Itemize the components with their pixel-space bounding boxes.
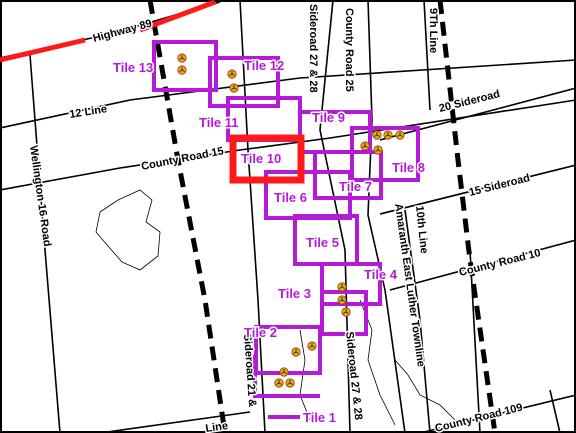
tile-labels: Tile 13 Tile 12 Tile 11 Tile 9 Tile 10 T… [112, 57, 427, 427]
label-12-line: 12 Line [69, 103, 108, 121]
label-tile-6[interactable]: Tile 6 [273, 189, 309, 207]
road-wellington-16 [29, 54, 61, 433]
wind-turbine-icon [383, 130, 393, 140]
wind-turbine-icon [373, 145, 383, 155]
label-tile-13[interactable]: Tile 13 [112, 59, 155, 77]
wind-turbine-icon [395, 130, 405, 140]
wind-turbine-icon [285, 378, 295, 388]
creek-branch [394, 359, 456, 421]
tile-13-outline[interactable] [152, 40, 218, 92]
water-features [95, 189, 456, 426]
road-15-sideroad [379, 164, 576, 215]
highway-89-east [139, 0, 216, 33]
wind-turbine-icon [337, 282, 347, 292]
road-county-25 [367, 0, 406, 433]
highway-89 [0, 0, 216, 63]
turbine-layer [177, 53, 405, 388]
road-sideroad-21 [239, 0, 266, 433]
boundary-west [147, 0, 228, 433]
road-county-15 [0, 99, 576, 191]
wind-turbine-icon [279, 367, 289, 377]
road-county-109 [419, 394, 576, 433]
wind-turbine-icon [227, 69, 237, 79]
tile-10-outline-selected[interactable] [229, 134, 305, 184]
road-ninth-line-thin [423, 0, 431, 111]
highway-89-west [0, 37, 86, 63]
road-east-local [469, 249, 481, 433]
road-county-10 [389, 239, 576, 291]
road-south-local [549, 389, 561, 433]
creek-south [299, 329, 311, 421]
wind-turbine-icon [291, 347, 301, 357]
label-tile-3[interactable]: Tile 3 [277, 285, 313, 303]
wind-turbine-icon [274, 378, 284, 388]
wind-turbine-icon [360, 141, 370, 151]
wind-turbine-icon [177, 65, 187, 75]
label-county-road-25: County Road 25 [343, 8, 355, 92]
label-tile-5[interactable]: Tile 5 [305, 234, 341, 252]
wind-turbine-icon [177, 53, 187, 63]
wind-turbine-icon [307, 341, 317, 351]
tile-4-outline[interactable] [320, 262, 382, 306]
road-bottom-line [99, 411, 251, 433]
label-tile-2[interactable]: Tile 2 [243, 324, 279, 342]
wind-turbine-icon [372, 130, 382, 140]
boundary-east [437, 0, 498, 433]
label-ninth-line: 9Th Line [427, 8, 439, 53]
road-tenth-line [404, 209, 431, 433]
label-line-bottom: Line [205, 420, 229, 433]
county-boundaries [147, 0, 498, 433]
label-tile-1[interactable]: Tile 1 [302, 409, 338, 427]
label-tile-7[interactable]: Tile 7 [338, 178, 374, 196]
label-tile-8[interactable]: Tile 8 [391, 159, 427, 177]
label-tile-4[interactable]: Tile 4 [363, 266, 400, 284]
road-20-sideroad [379, 87, 576, 141]
tile-12-outline[interactable] [208, 56, 280, 108]
label-tile-10[interactable]: Tile 10 [240, 150, 283, 168]
label-tile-12[interactable]: Tile 12 [243, 57, 286, 75]
tile-1-outline[interactable] [253, 355, 320, 419]
wind-turbine-icon [337, 295, 347, 305]
road-sideroad-27-28 [319, 0, 351, 433]
tile-3-outline[interactable] [320, 290, 368, 336]
lake-outline [95, 189, 161, 271]
wind-turbine-icon [229, 83, 239, 93]
label-tile-9[interactable]: Tile 9 [311, 109, 347, 127]
wind-turbine-icon [341, 307, 351, 317]
tile-grid [152, 40, 420, 419]
label-sideroad-27-28: Sideroad 27 & 28 [307, 4, 319, 93]
label-tile-11[interactable]: Tile 11 [198, 114, 241, 132]
